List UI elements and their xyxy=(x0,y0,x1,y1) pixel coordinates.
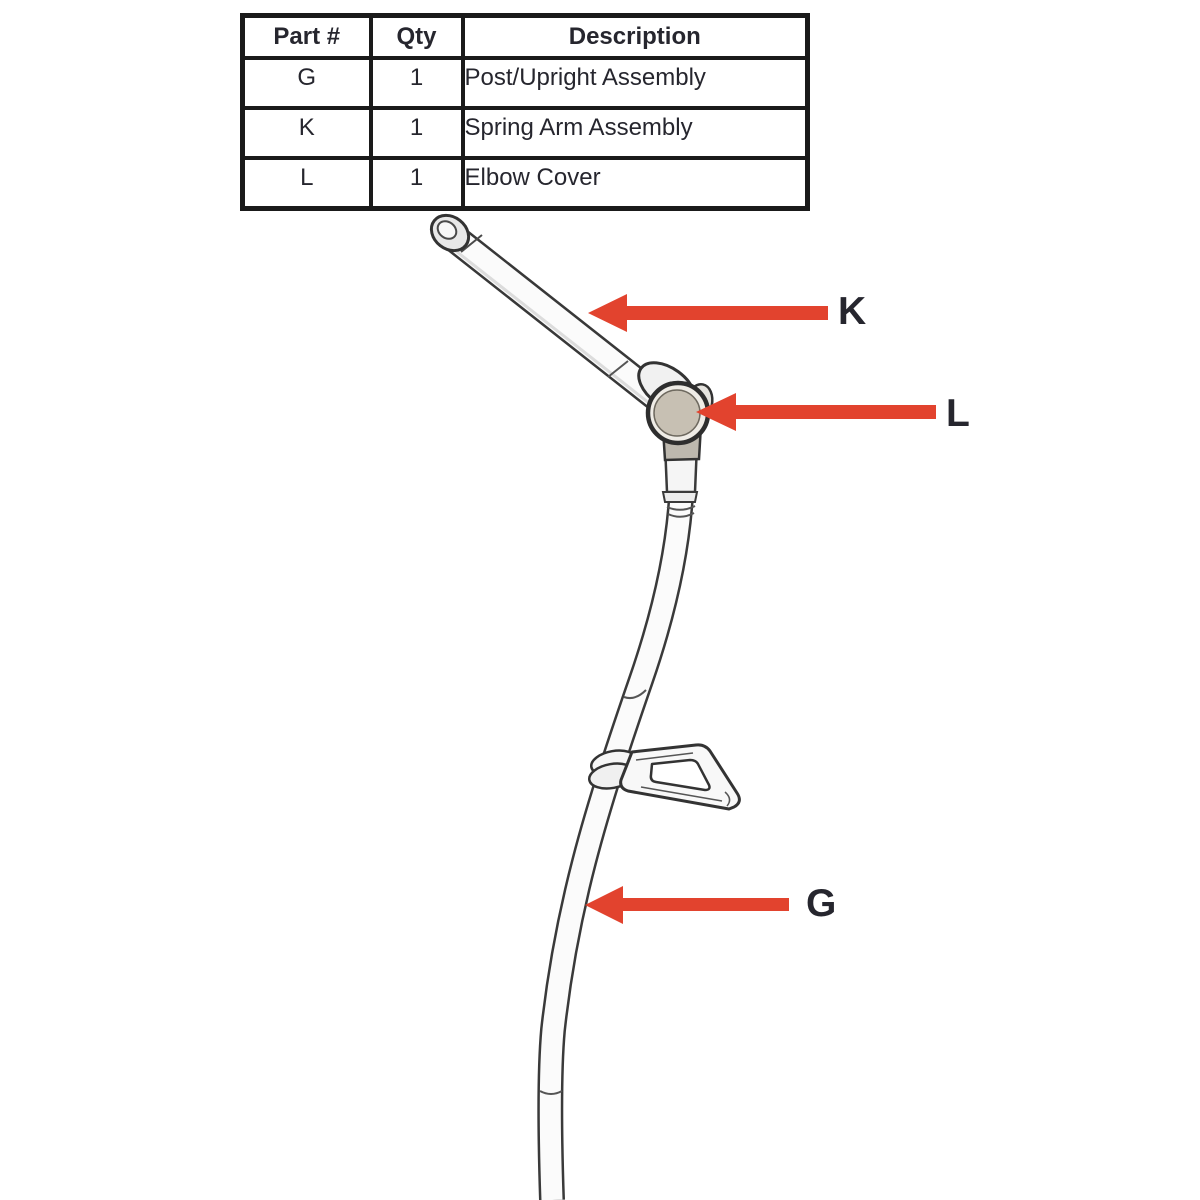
arrow-l-icon xyxy=(696,393,936,431)
elbow-joint xyxy=(637,361,714,462)
spring-arm xyxy=(429,213,670,411)
table-row: L 1 Elbow Cover xyxy=(240,156,810,211)
parts-table: Part # Qty Description G 1 Post/Upright … xyxy=(240,13,810,211)
post-upright xyxy=(537,442,699,1200)
callout-label-g: G xyxy=(806,882,837,925)
callout-label-l: L xyxy=(946,392,970,435)
table-row: K 1 Spring Arm Assembly xyxy=(240,106,810,160)
qty-cell: 1 xyxy=(368,56,465,110)
callout-arrows xyxy=(585,294,936,924)
parts-table-header-row: Part # Qty Description xyxy=(240,13,810,60)
part-number-cell: G xyxy=(240,56,373,110)
arrow-k-icon xyxy=(588,294,828,332)
part-number-cell: L xyxy=(240,156,373,211)
description-cell: Post/Upright Assembly xyxy=(460,56,810,110)
callout-label-k: K xyxy=(838,290,867,333)
header-part-number: Part # xyxy=(240,13,373,60)
header-qty: Qty xyxy=(368,13,465,60)
description-cell: Spring Arm Assembly xyxy=(460,106,810,160)
table-row: G 1 Post/Upright Assembly xyxy=(240,56,810,110)
qty-cell: 1 xyxy=(368,156,465,211)
description-cell: Elbow Cover xyxy=(460,156,810,211)
handle-knob xyxy=(588,743,741,811)
qty-cell: 1 xyxy=(368,106,465,160)
arrow-g-icon xyxy=(585,886,789,924)
part-number-cell: K xyxy=(240,106,373,160)
header-description: Description xyxy=(460,13,810,60)
